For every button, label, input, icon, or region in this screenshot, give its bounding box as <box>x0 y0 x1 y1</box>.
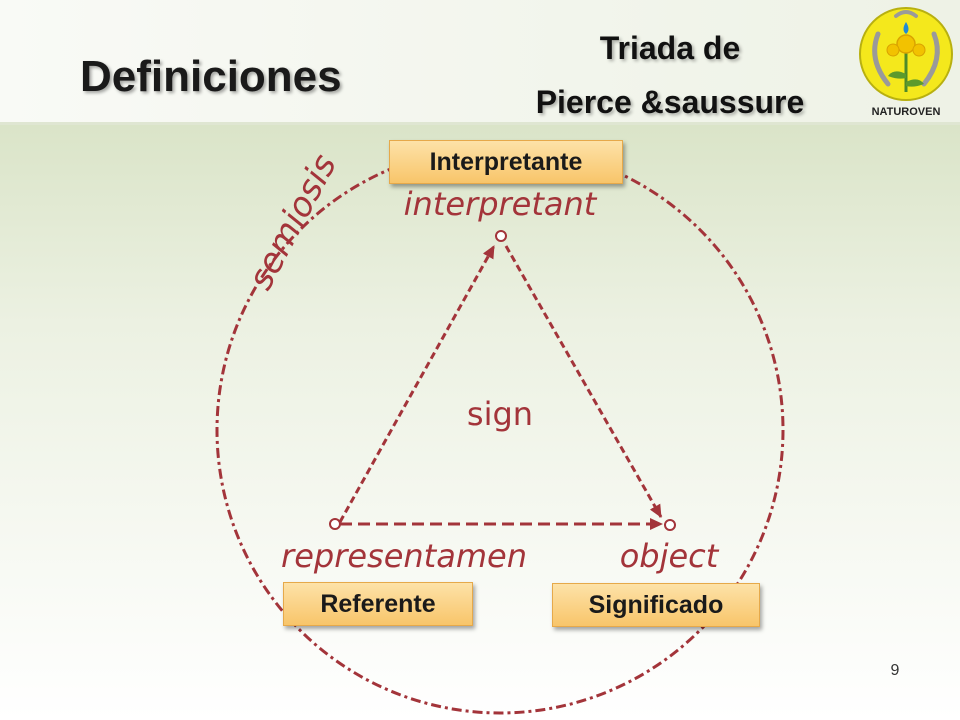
referente-label-box: Referente <box>283 582 473 626</box>
slide-subtitle-line-1: Triada de <box>599 30 741 66</box>
sign-label: sign <box>467 395 533 433</box>
naturoven-logo: NATUROVEN <box>858 4 954 122</box>
object-label: object <box>620 537 720 575</box>
arrow-representamen-to-interpretant <box>338 245 496 523</box>
header-divider <box>0 122 960 125</box>
slide-title: Definiciones <box>80 52 342 101</box>
representamen-label: representamen <box>281 537 527 575</box>
slide-header <box>0 0 960 122</box>
semiosis-circle <box>215 145 785 715</box>
logo-text: NATUROVEN <box>871 106 941 118</box>
slide-subtitle-line-2: Pierce &saussure <box>535 84 805 120</box>
arrow-interpretant-to-object <box>504 245 663 518</box>
node-object <box>664 519 676 531</box>
semiosis-label: semiosis <box>241 148 345 296</box>
node-representamen <box>329 518 341 530</box>
dandelion-logo-icon <box>859 7 953 101</box>
significado-label-box: Significado <box>552 583 760 627</box>
interpretant-label: interpretant <box>404 185 598 223</box>
interpretante-label-box: Interpretante <box>389 140 623 184</box>
page-number: 9 <box>890 662 900 679</box>
node-interpretant <box>495 230 507 242</box>
